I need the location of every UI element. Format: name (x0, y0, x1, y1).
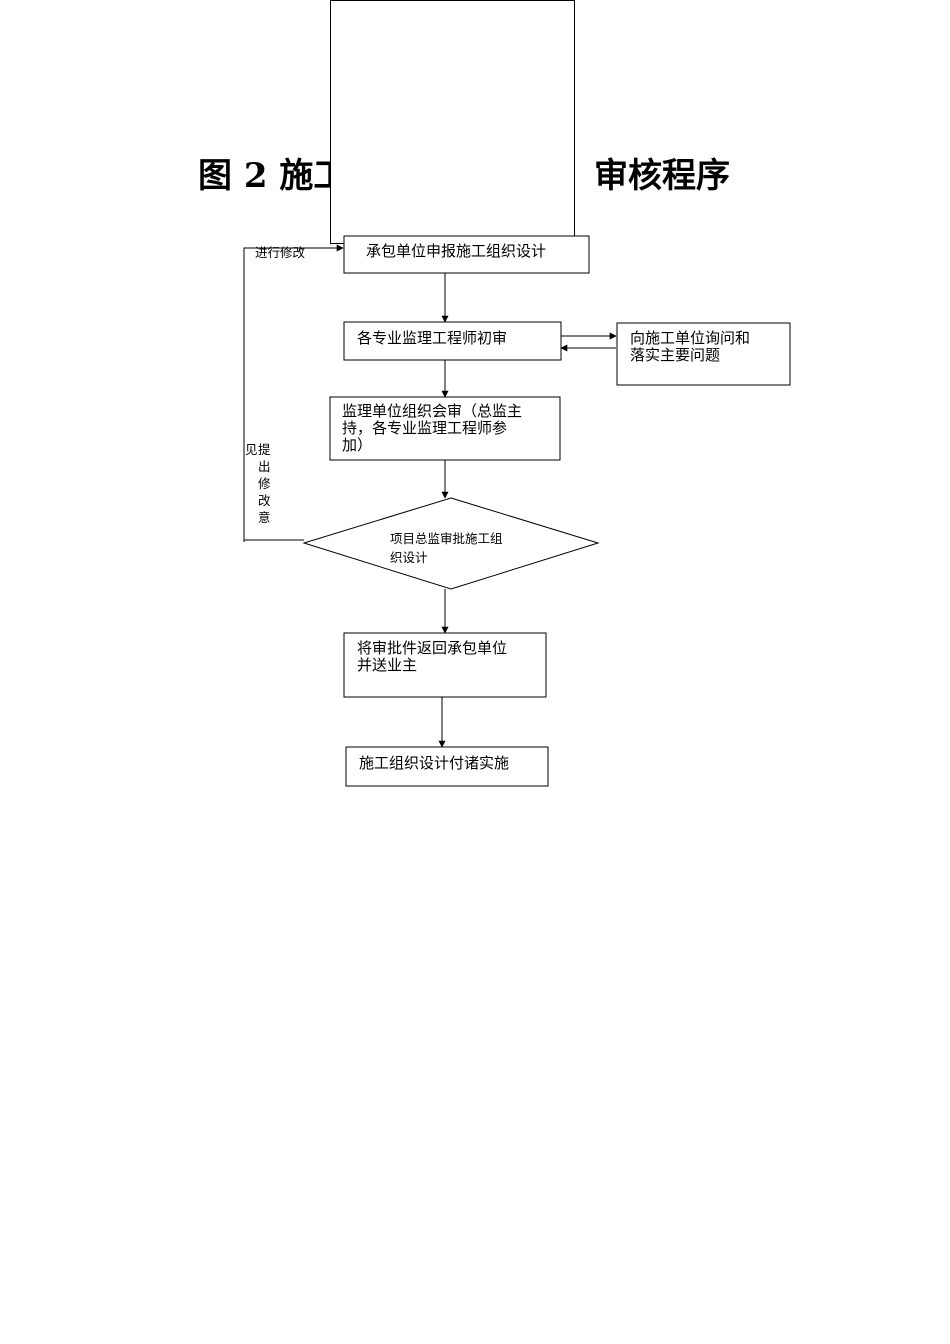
inquiry-label-line-1: 向施工单位询问和 (630, 329, 750, 347)
meeting-label-line-2: 持，各专业监理工程师参 (342, 419, 507, 437)
opinion-note-char-3: 修 (258, 476, 271, 491)
opinion-note-char-5: 意 (258, 510, 271, 525)
opinion-note-first: 见 (245, 442, 258, 457)
submit-box (343, 235, 590, 274)
return-label-line-1: 将审批件返回承包单位 (357, 639, 507, 657)
approve-label-line-2: 织设计 (390, 550, 428, 565)
title-right: ）审核程序 (560, 156, 730, 196)
meeting-label-line-1: 监理单位组织会审（总监主 (342, 402, 522, 420)
meeting-box (329, 396, 561, 461)
implement-box (345, 746, 549, 787)
approve-label-line-1: 项目总监审批施工组 (390, 531, 503, 546)
inquiry-box (616, 322, 791, 386)
revise-note: 进行修改 (255, 245, 306, 260)
return-label-line-2: 并送业主 (357, 656, 417, 674)
title-left: 图 2 施工 (198, 156, 347, 196)
opinion-note-char-1: 提 (258, 442, 271, 457)
blank-overlay-box (330, 0, 575, 244)
submit-label: 承包单位申报施工组织设计 (366, 242, 546, 260)
approve-diamond (302, 497, 600, 590)
return-box (343, 632, 547, 698)
implement-label: 施工组织设计付诸实施 (359, 754, 509, 772)
review-box (343, 321, 562, 361)
opinion-note-char-4: 改 (258, 493, 271, 508)
feedback-loop-line (243, 244, 344, 541)
meeting-label-line-3: 加） (342, 436, 372, 454)
review-label: 各专业监理工程师初审 (357, 329, 507, 347)
inquiry-label-line-2: 落实主要问题 (630, 346, 720, 364)
opinion-note-char-2: 出 (258, 459, 271, 474)
